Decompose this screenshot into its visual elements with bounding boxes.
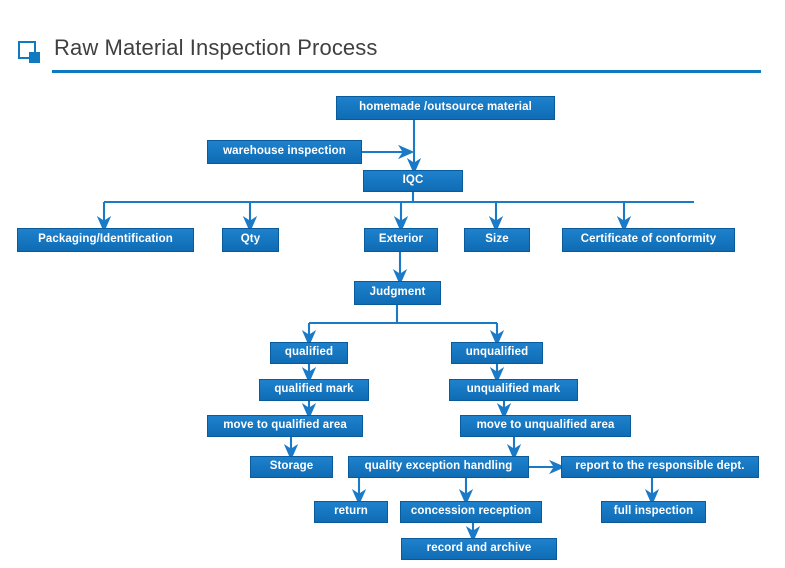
node-iqc[interactable]: IQC bbox=[363, 170, 463, 192]
node-report[interactable]: report to the responsible dept. bbox=[561, 456, 759, 478]
node-certificate[interactable]: Certificate of conformity bbox=[562, 228, 735, 252]
page-header: Raw Material Inspection Process bbox=[0, 0, 785, 80]
node-move-qualified[interactable]: move to qualified area bbox=[207, 415, 363, 437]
node-judgment[interactable]: Judgment bbox=[354, 281, 441, 305]
node-record[interactable]: record and archive bbox=[401, 538, 557, 560]
node-return[interactable]: return bbox=[314, 501, 388, 523]
icon-square-filled bbox=[29, 52, 40, 63]
node-packaging[interactable]: Packaging/Identification bbox=[17, 228, 194, 252]
node-storage[interactable]: Storage bbox=[250, 456, 333, 478]
page-title: Raw Material Inspection Process bbox=[54, 35, 378, 60]
title-divider bbox=[52, 70, 761, 73]
node-exception[interactable]: quality exception handling bbox=[348, 456, 529, 478]
node-move-unqualified[interactable]: move to unqualified area bbox=[460, 415, 631, 437]
node-unqualified[interactable]: unqualified bbox=[451, 342, 543, 364]
node-size[interactable]: Size bbox=[464, 228, 530, 252]
node-qualified[interactable]: qualified bbox=[270, 342, 348, 364]
node-concession[interactable]: concession reception bbox=[400, 501, 542, 523]
square-outline-filled-icon bbox=[18, 41, 42, 65]
node-source[interactable]: homemade /outsource material bbox=[336, 96, 555, 120]
node-exterior[interactable]: Exterior bbox=[364, 228, 438, 252]
node-qualified-mark[interactable]: qualified mark bbox=[259, 379, 369, 401]
node-qty[interactable]: Qty bbox=[222, 228, 279, 252]
node-unqualified-mark[interactable]: unqualified mark bbox=[449, 379, 578, 401]
node-full-inspection[interactable]: full inspection bbox=[601, 501, 706, 523]
node-warehouse[interactable]: warehouse inspection bbox=[207, 140, 362, 164]
